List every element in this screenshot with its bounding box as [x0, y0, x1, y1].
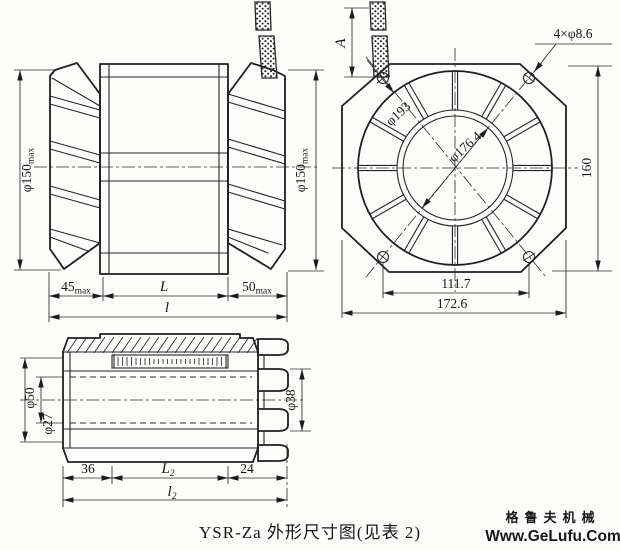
dim-fin-diameter: φ38 [283, 368, 311, 432]
dim-diameter-left: φ150max [14, 69, 61, 271]
svg-text:φ150max: φ150max [19, 148, 37, 193]
dim-length-row: 36 L2 24 l2 [62, 444, 288, 507]
dim-text: φ27 [40, 413, 55, 435]
dim-text: φ38 [283, 389, 298, 411]
dim-text: φ150 [293, 164, 308, 192]
svg-text:l2: l2 [168, 484, 177, 502]
svg-text:45max: 45max [61, 279, 91, 297]
callout-text: 4×φ8.6 [553, 26, 592, 41]
dim-text: φ150 [19, 164, 34, 192]
lead-cable-side [254, 1, 278, 79]
figure-caption: YSR-Za 外形尺寸图(见表 2) [199, 523, 421, 542]
dim-width: 172.6 [341, 240, 567, 318]
dim-core-length: L [159, 279, 168, 295]
dim-diameter-right: φ150max [288, 69, 324, 272]
dim-cable-length: A [333, 7, 379, 78]
stator-core [99, 63, 229, 275]
dim-text: φ176.4 [446, 128, 485, 165]
end-winding-left [49, 62, 101, 270]
dim-height: 160 [552, 65, 612, 272]
dim-total-length: l [168, 484, 172, 500]
dim-text: 111.7 [441, 276, 471, 291]
dim-text: φ193 [383, 99, 414, 129]
dim-rear-overhang: 50 [242, 279, 256, 294]
dim-core-length: L [160, 461, 169, 477]
dim-hole-spacing: 111.7 [382, 262, 530, 298]
dim-text: φ50 [22, 387, 37, 409]
rotor-view: φ50 φ27 φ38 36 L2 24 [20, 333, 311, 507]
dim-length-row: 45max L 50max l [48, 272, 288, 322]
callout-mounting-holes: 4×φ8.6 [533, 26, 612, 73]
dim-shaft-diameter: φ27 [36, 376, 64, 435]
lead-cable-front [369, 1, 390, 78]
dim-text: 160 [579, 158, 594, 179]
frame-outline [341, 63, 567, 273]
dim-front-section: 36 [81, 461, 95, 476]
slot-band [111, 354, 229, 369]
svg-text:50max: 50max [242, 279, 272, 297]
svg-text:L2: L2 [160, 461, 174, 479]
dim-rear-section: 24 [240, 461, 254, 476]
svg-text:φ150max: φ150max [293, 148, 311, 193]
dim-suffix: max [301, 148, 311, 165]
dim-text: A [333, 38, 349, 49]
rotor-body [62, 333, 259, 463]
watermark: 格鲁夫机械 Www.GeLufu.Com [485, 510, 620, 545]
dim-text: 172.6 [437, 296, 468, 311]
stator-front-view: A 4×φ8.6 φ193 φ176.4 160 [332, 1, 612, 318]
dim-front-overhang: 45 [61, 279, 75, 294]
dim-journal-diameter: φ50 [20, 357, 64, 443]
stator-side-view: φ150max φ150max 45max L 50max l [14, 1, 324, 322]
end-winding-right [227, 62, 286, 270]
hatch-band [66, 336, 257, 353]
shaft-fins [257, 338, 289, 462]
watermark-line2: Www.GeLufu.Com [485, 528, 620, 545]
dim-total-length: l [165, 300, 169, 316]
watermark-line1: 格鲁夫机械 [505, 510, 600, 525]
dim-suffix: max [27, 148, 37, 165]
